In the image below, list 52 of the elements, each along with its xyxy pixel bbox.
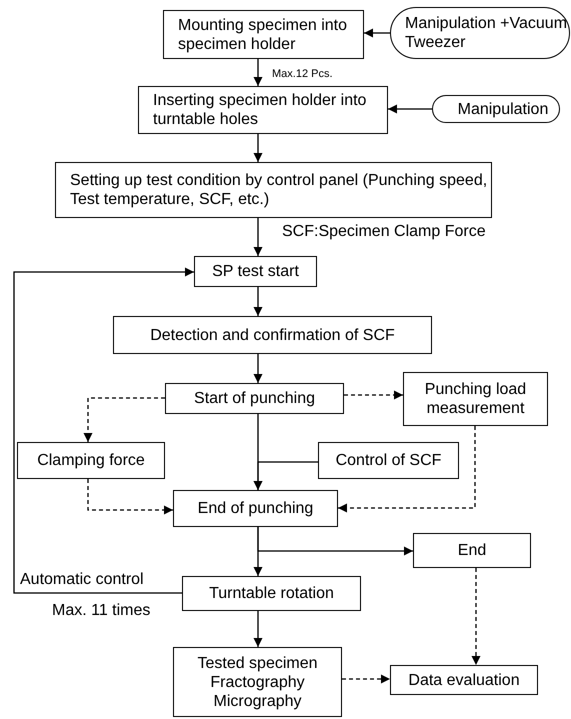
node-text: SP test start xyxy=(211,262,300,281)
node-text: Data evaluation xyxy=(407,670,521,690)
process-box xyxy=(390,665,538,695)
arrow xyxy=(254,134,262,162)
edge-label: Automatic control xyxy=(20,570,144,589)
node-text: Clamping force xyxy=(36,451,146,470)
arrow xyxy=(13,268,194,594)
process-box xyxy=(182,576,361,611)
process-box xyxy=(138,86,388,134)
node-text: Turntable rotation xyxy=(208,584,335,603)
dashed-arrow xyxy=(84,397,165,442)
dashed-arrow xyxy=(344,390,403,400)
process-box xyxy=(165,383,344,414)
process-box xyxy=(403,372,548,426)
process-box xyxy=(173,647,342,717)
node-text: Inserting specimen holder into turntable holes xyxy=(152,91,368,129)
process-box xyxy=(17,442,165,479)
note-text: SCF:Specimen Clamp Force xyxy=(282,222,486,241)
input-pill xyxy=(390,7,570,59)
arrow xyxy=(254,59,262,86)
dashed-arrow xyxy=(338,426,476,512)
node-text: Punching load measurement xyxy=(424,380,528,418)
note-text: Max. 11 times xyxy=(52,601,150,620)
arrow xyxy=(388,104,432,114)
node-text: Setting up test condition by control panel (Punching speed, Test temperature, SCF, etc.) xyxy=(69,171,488,209)
dashed-arrow xyxy=(342,674,390,684)
node-text: End xyxy=(456,541,488,560)
dashed-arrow xyxy=(472,568,480,665)
process-box xyxy=(55,162,492,218)
arrow xyxy=(364,28,390,38)
node-text: Tested specimen Fractography Micrography xyxy=(196,654,319,710)
process-box xyxy=(173,490,338,527)
node-text: Manipulation +Vacuum Tweezer xyxy=(405,14,568,52)
arrow xyxy=(254,218,262,256)
input-pill xyxy=(432,95,560,123)
process-box xyxy=(163,10,364,59)
node-text: Manipulation xyxy=(456,100,550,118)
process-box xyxy=(318,442,459,479)
node-text: Control of SCF xyxy=(334,451,442,470)
arrow xyxy=(254,354,262,383)
arrow xyxy=(254,287,262,316)
process-box xyxy=(413,533,531,568)
node-text: Mounting specimen into specimen holder xyxy=(177,16,348,54)
arrow xyxy=(254,461,318,490)
node-text: Start of punching xyxy=(193,389,316,408)
arrow xyxy=(257,527,413,556)
node-text: End of punching xyxy=(196,499,314,518)
arrow xyxy=(254,611,262,647)
dashed-arrow xyxy=(87,479,173,514)
node-text: Detection and confirmation of SCF xyxy=(149,326,396,344)
process-box xyxy=(194,256,317,287)
process-box xyxy=(113,316,432,354)
